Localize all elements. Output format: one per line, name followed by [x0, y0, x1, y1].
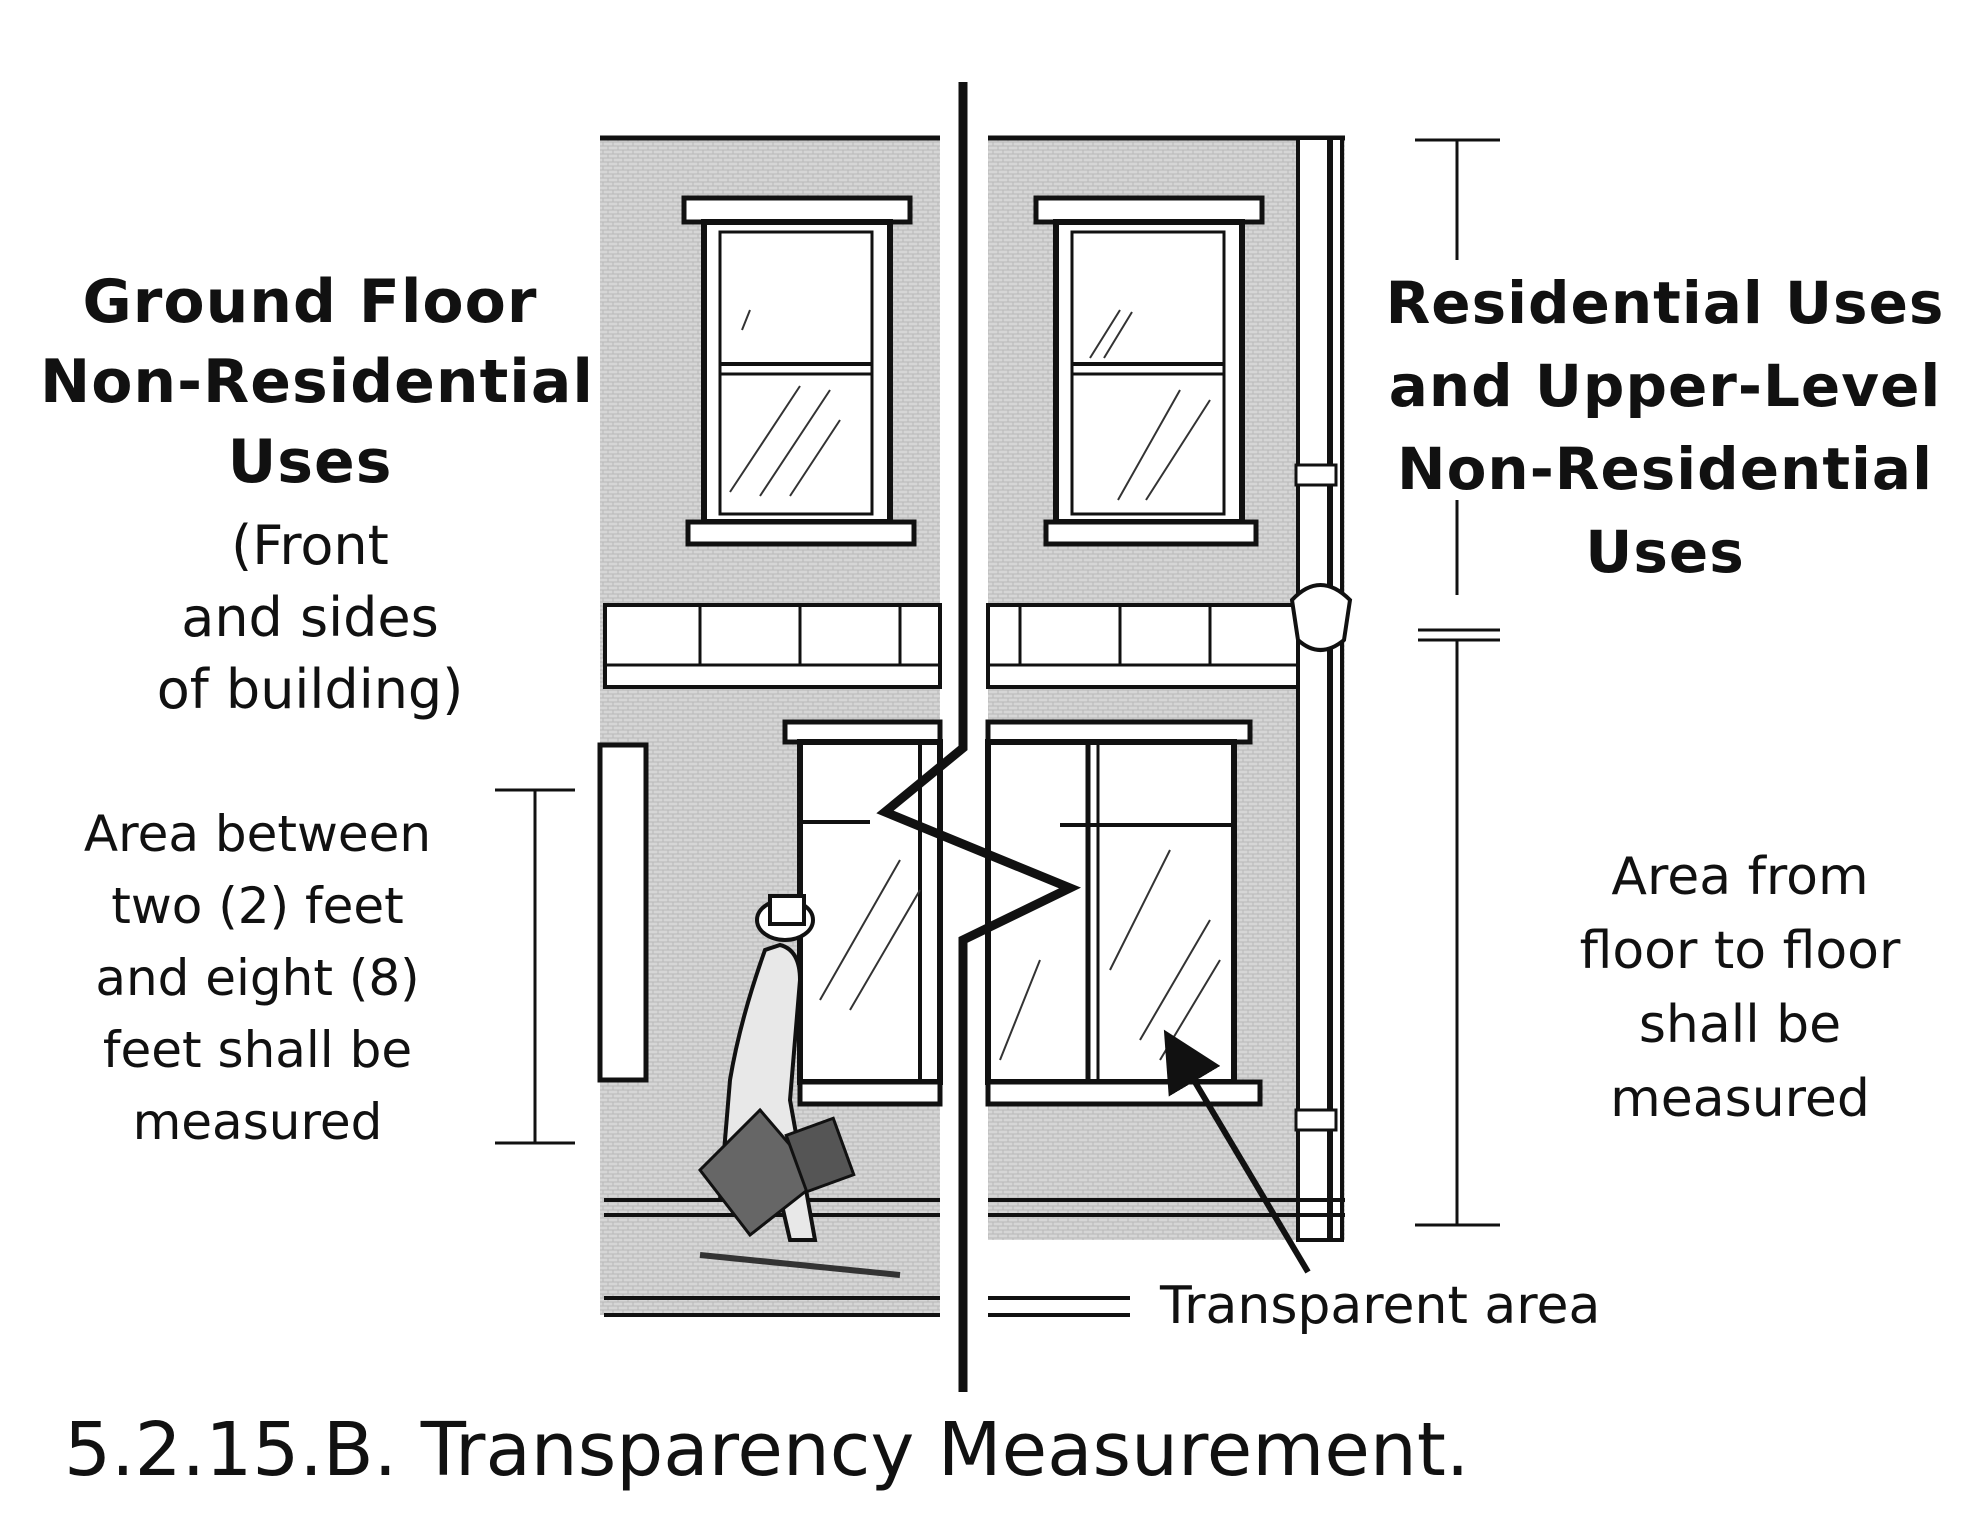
ground-floor-note: (Front and sides of building) — [90, 510, 530, 726]
callout-arrow — [1163, 1029, 1311, 1274]
heading-line: Non-Residential — [1397, 435, 1933, 503]
heading-line: Uses — [1585, 518, 1745, 586]
measure-line: feet shall be — [102, 1021, 413, 1079]
figure-caption: 5.2.15.B. Transparency Measurement. — [64, 1407, 1470, 1493]
heading-line: Residential Uses — [1385, 269, 1945, 337]
storefront-right — [985, 719, 1263, 1107]
measure-line: Area between — [83, 805, 432, 863]
heading-line: Non-Residential — [40, 347, 594, 417]
note-line: and sides — [181, 586, 439, 649]
upper-window-left — [681, 195, 917, 547]
right-dimension-bracket — [1415, 138, 1500, 1227]
break-line — [876, 82, 1082, 1392]
heading-line: and Upper-Level — [1388, 352, 1942, 420]
left-measure-text: Area between two (2) feet and eight (8) … — [50, 798, 465, 1158]
measure-line: shall be — [1638, 995, 1842, 1055]
upper-window-right — [1033, 195, 1265, 547]
measure-line: Area from — [1611, 847, 1869, 907]
heading-line: Uses — [227, 427, 393, 497]
measure-line: measured — [1610, 1069, 1870, 1129]
right-measure-text: Area from floor to floor shall be measur… — [1530, 840, 1950, 1136]
belt-course — [603, 603, 1302, 689]
measure-line: floor to floor — [1579, 921, 1901, 981]
ground-floor-heading: Ground Floor Non-Residential Uses — [40, 262, 594, 502]
measure-line: two (2) feet — [111, 877, 404, 935]
note-line: (Front — [231, 514, 389, 577]
left-dimension-bracket — [495, 788, 575, 1145]
measure-line: and eight (8) — [95, 949, 420, 1007]
pedestrian-figure — [698, 894, 901, 1278]
heading-line: Ground Floor — [82, 267, 538, 337]
note-line: of building) — [156, 658, 464, 721]
downspout — [1289, 136, 1353, 1242]
residential-heading: Residential Uses and Upper-Level Non-Res… — [1375, 262, 1955, 594]
storefront-left — [597, 719, 943, 1107]
measure-line: measured — [132, 1093, 383, 1151]
transparent-area-label: Transparent area — [1160, 1276, 1601, 1336]
